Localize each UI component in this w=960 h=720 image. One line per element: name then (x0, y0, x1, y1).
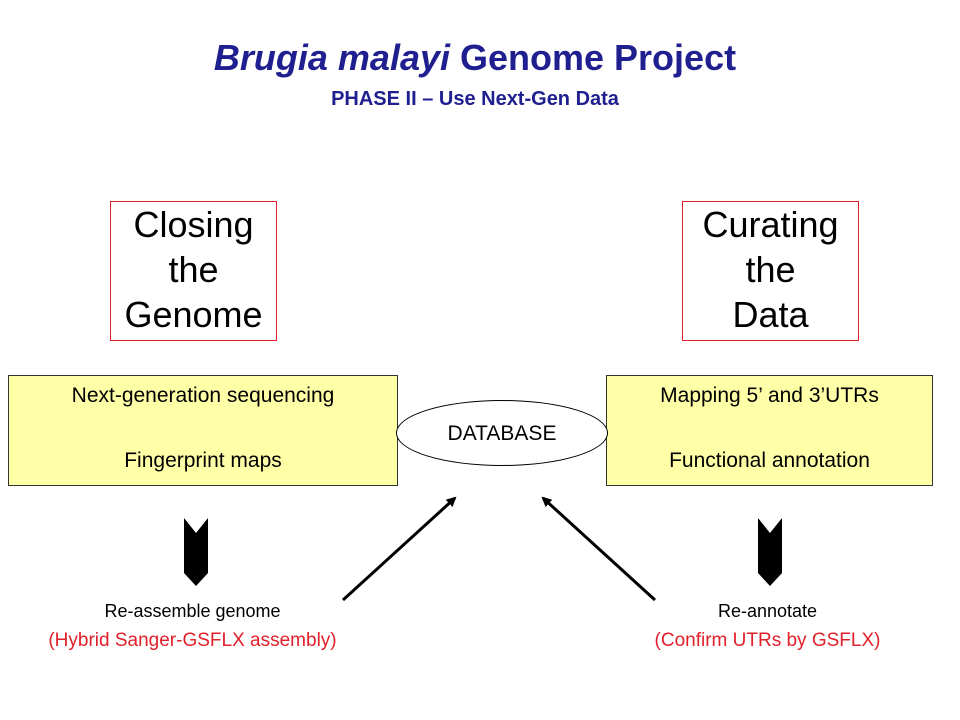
output-reannotate: Re-annotate (Confirm UTRs by GSFLX) (600, 596, 935, 656)
goal-curating-data: Curating the Data (682, 201, 859, 341)
process-line: Next-generation sequencing (71, 384, 335, 407)
page-title: Brugia malayi Genome Project (0, 36, 950, 80)
process-line: Functional annotation (669, 449, 870, 472)
down-chevron-left-icon (184, 518, 208, 586)
page-subtitle: PHASE II – Use Next-Gen Data (331, 88, 619, 110)
arrow-left-to-database (341, 496, 457, 602)
goal-line: Data (732, 294, 809, 335)
goal-line: Genome (124, 294, 263, 335)
title-rest: Genome Project (450, 37, 737, 78)
down-chevron-right-icon (758, 518, 782, 586)
goal-closing-genome: Closing the Genome (110, 201, 277, 341)
output-action: Re-annotate (717, 601, 818, 621)
database-ellipse: DATABASE (396, 400, 608, 466)
goal-line: the (168, 249, 219, 290)
goal-line: the (745, 249, 796, 290)
goal-line: Curating (702, 204, 839, 245)
output-action: Re-assemble genome (104, 601, 281, 621)
goal-line: Closing (133, 204, 254, 245)
output-reassemble: Re-assemble genome (Hybrid Sanger-GSFLX … (0, 596, 385, 656)
process-box-annotation: Mapping 5’ and 3’UTRs Functional annotat… (606, 375, 933, 486)
title-organism: Brugia malayi (213, 37, 450, 78)
process-line: Mapping 5’ and 3’UTRs (660, 384, 879, 407)
output-detail: (Confirm UTRs by GSFLX) (654, 630, 881, 651)
process-line: Fingerprint maps (124, 449, 282, 472)
arrow-right-to-database (541, 496, 657, 602)
output-detail: (Hybrid Sanger-GSFLX assembly) (48, 630, 337, 651)
